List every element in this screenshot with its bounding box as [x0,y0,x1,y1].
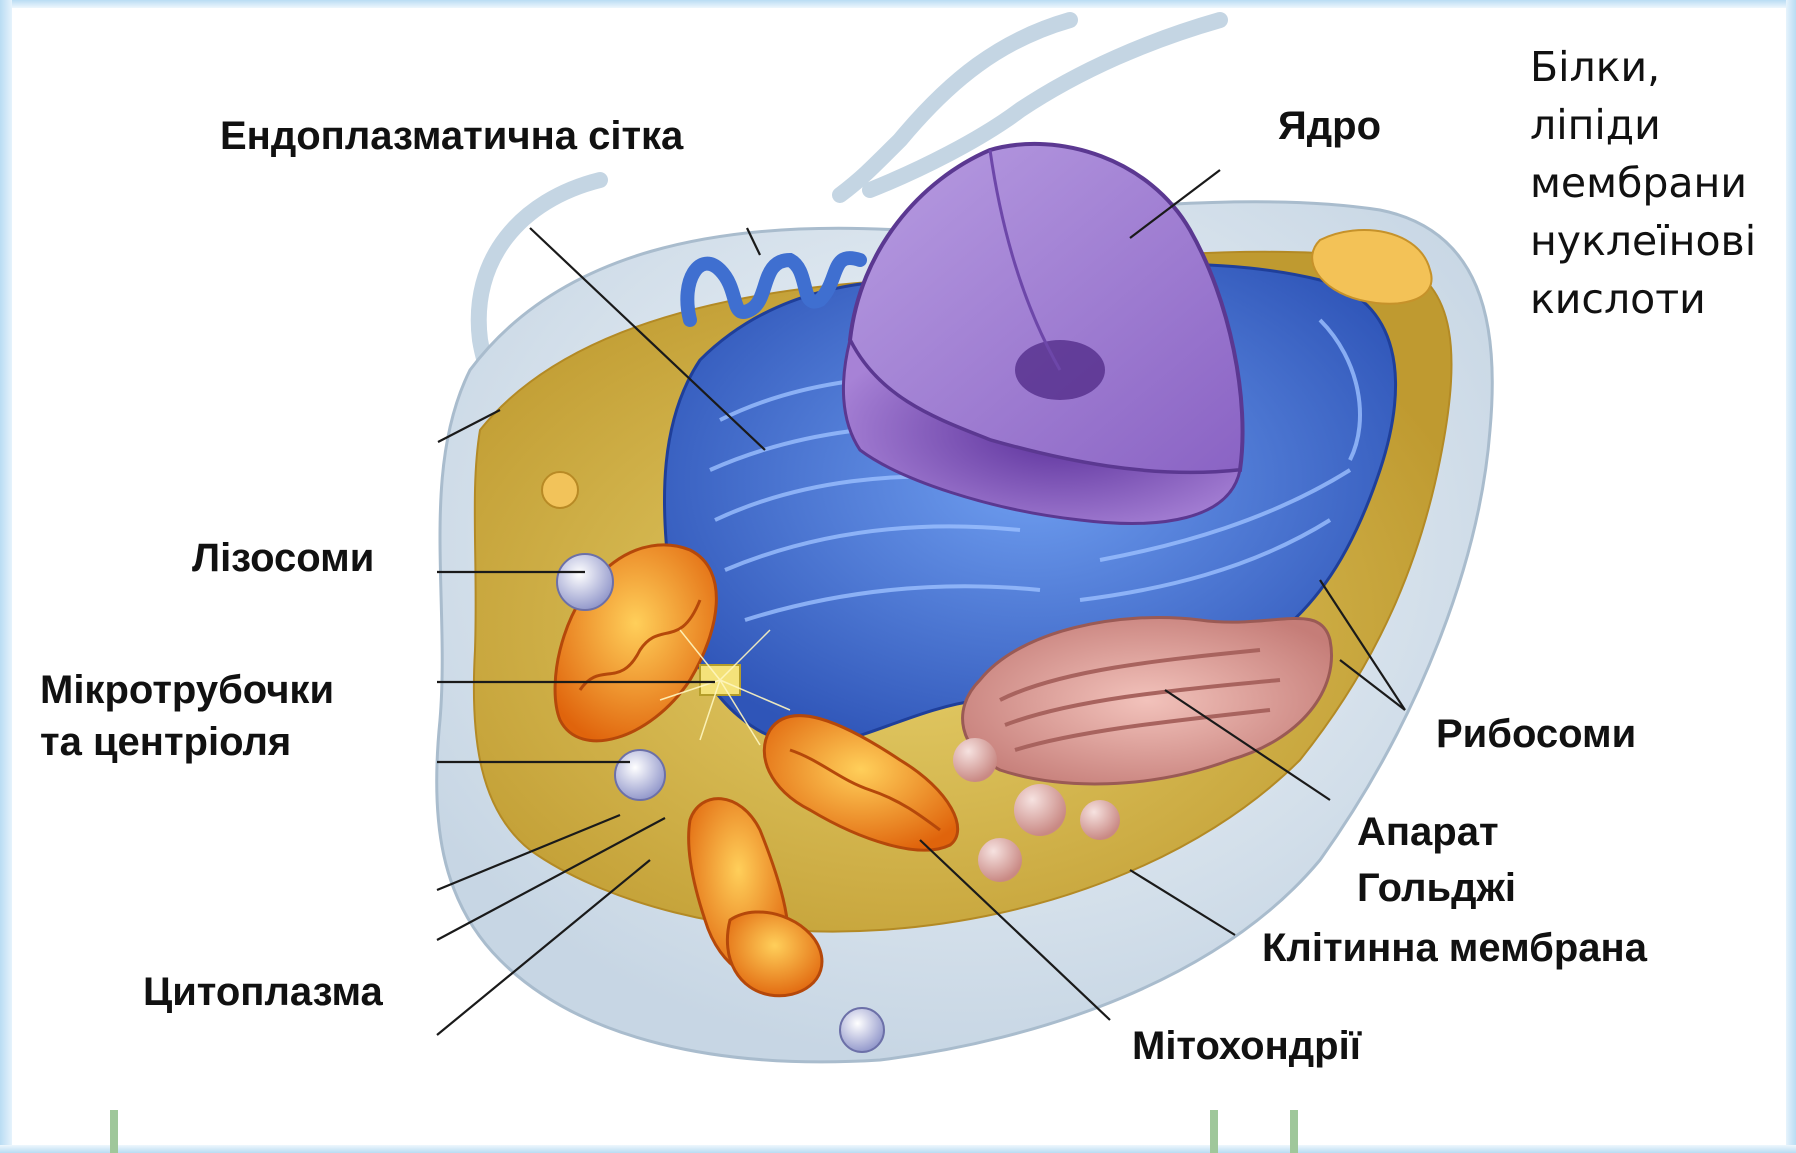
label-er: Ендоплазматична сітка [220,112,683,160]
lysosome [557,554,613,610]
side-note-line: Білки, [1530,38,1756,96]
vesicle-bottom [840,1008,884,1052]
side-note-line: нуклеїнові [1530,212,1756,270]
side-note: Білки, ліпіди мембрани нуклеїнові кислот… [1530,38,1756,328]
nucleus-shape [843,144,1242,524]
side-note-line: кислоти [1530,270,1756,328]
label-lysosomes: Лізосоми [192,534,374,582]
label-microtubules-1: Мікротрубочки [40,666,334,714]
label-cytoplasm: Цитоплазма [143,968,383,1016]
label-ribosomes: Рибосоми [1436,710,1636,758]
label-membrane: Клітинна мембрана [1262,924,1647,972]
label-golgi-2: Гольджі [1357,864,1516,912]
side-note-line: мембрани [1530,154,1756,212]
label-golgi-1: Апарат [1357,808,1499,856]
label-microtubules-2: та центріоля [40,718,291,766]
vesicle [542,472,578,508]
label-mitochondria: Мітохондрії [1132,1022,1361,1070]
side-note-line: ліпіди [1530,96,1756,154]
label-nucleus: Ядро [1278,102,1381,150]
bottom-ticks [110,1110,1298,1153]
centriole-vesicle [615,750,665,800]
